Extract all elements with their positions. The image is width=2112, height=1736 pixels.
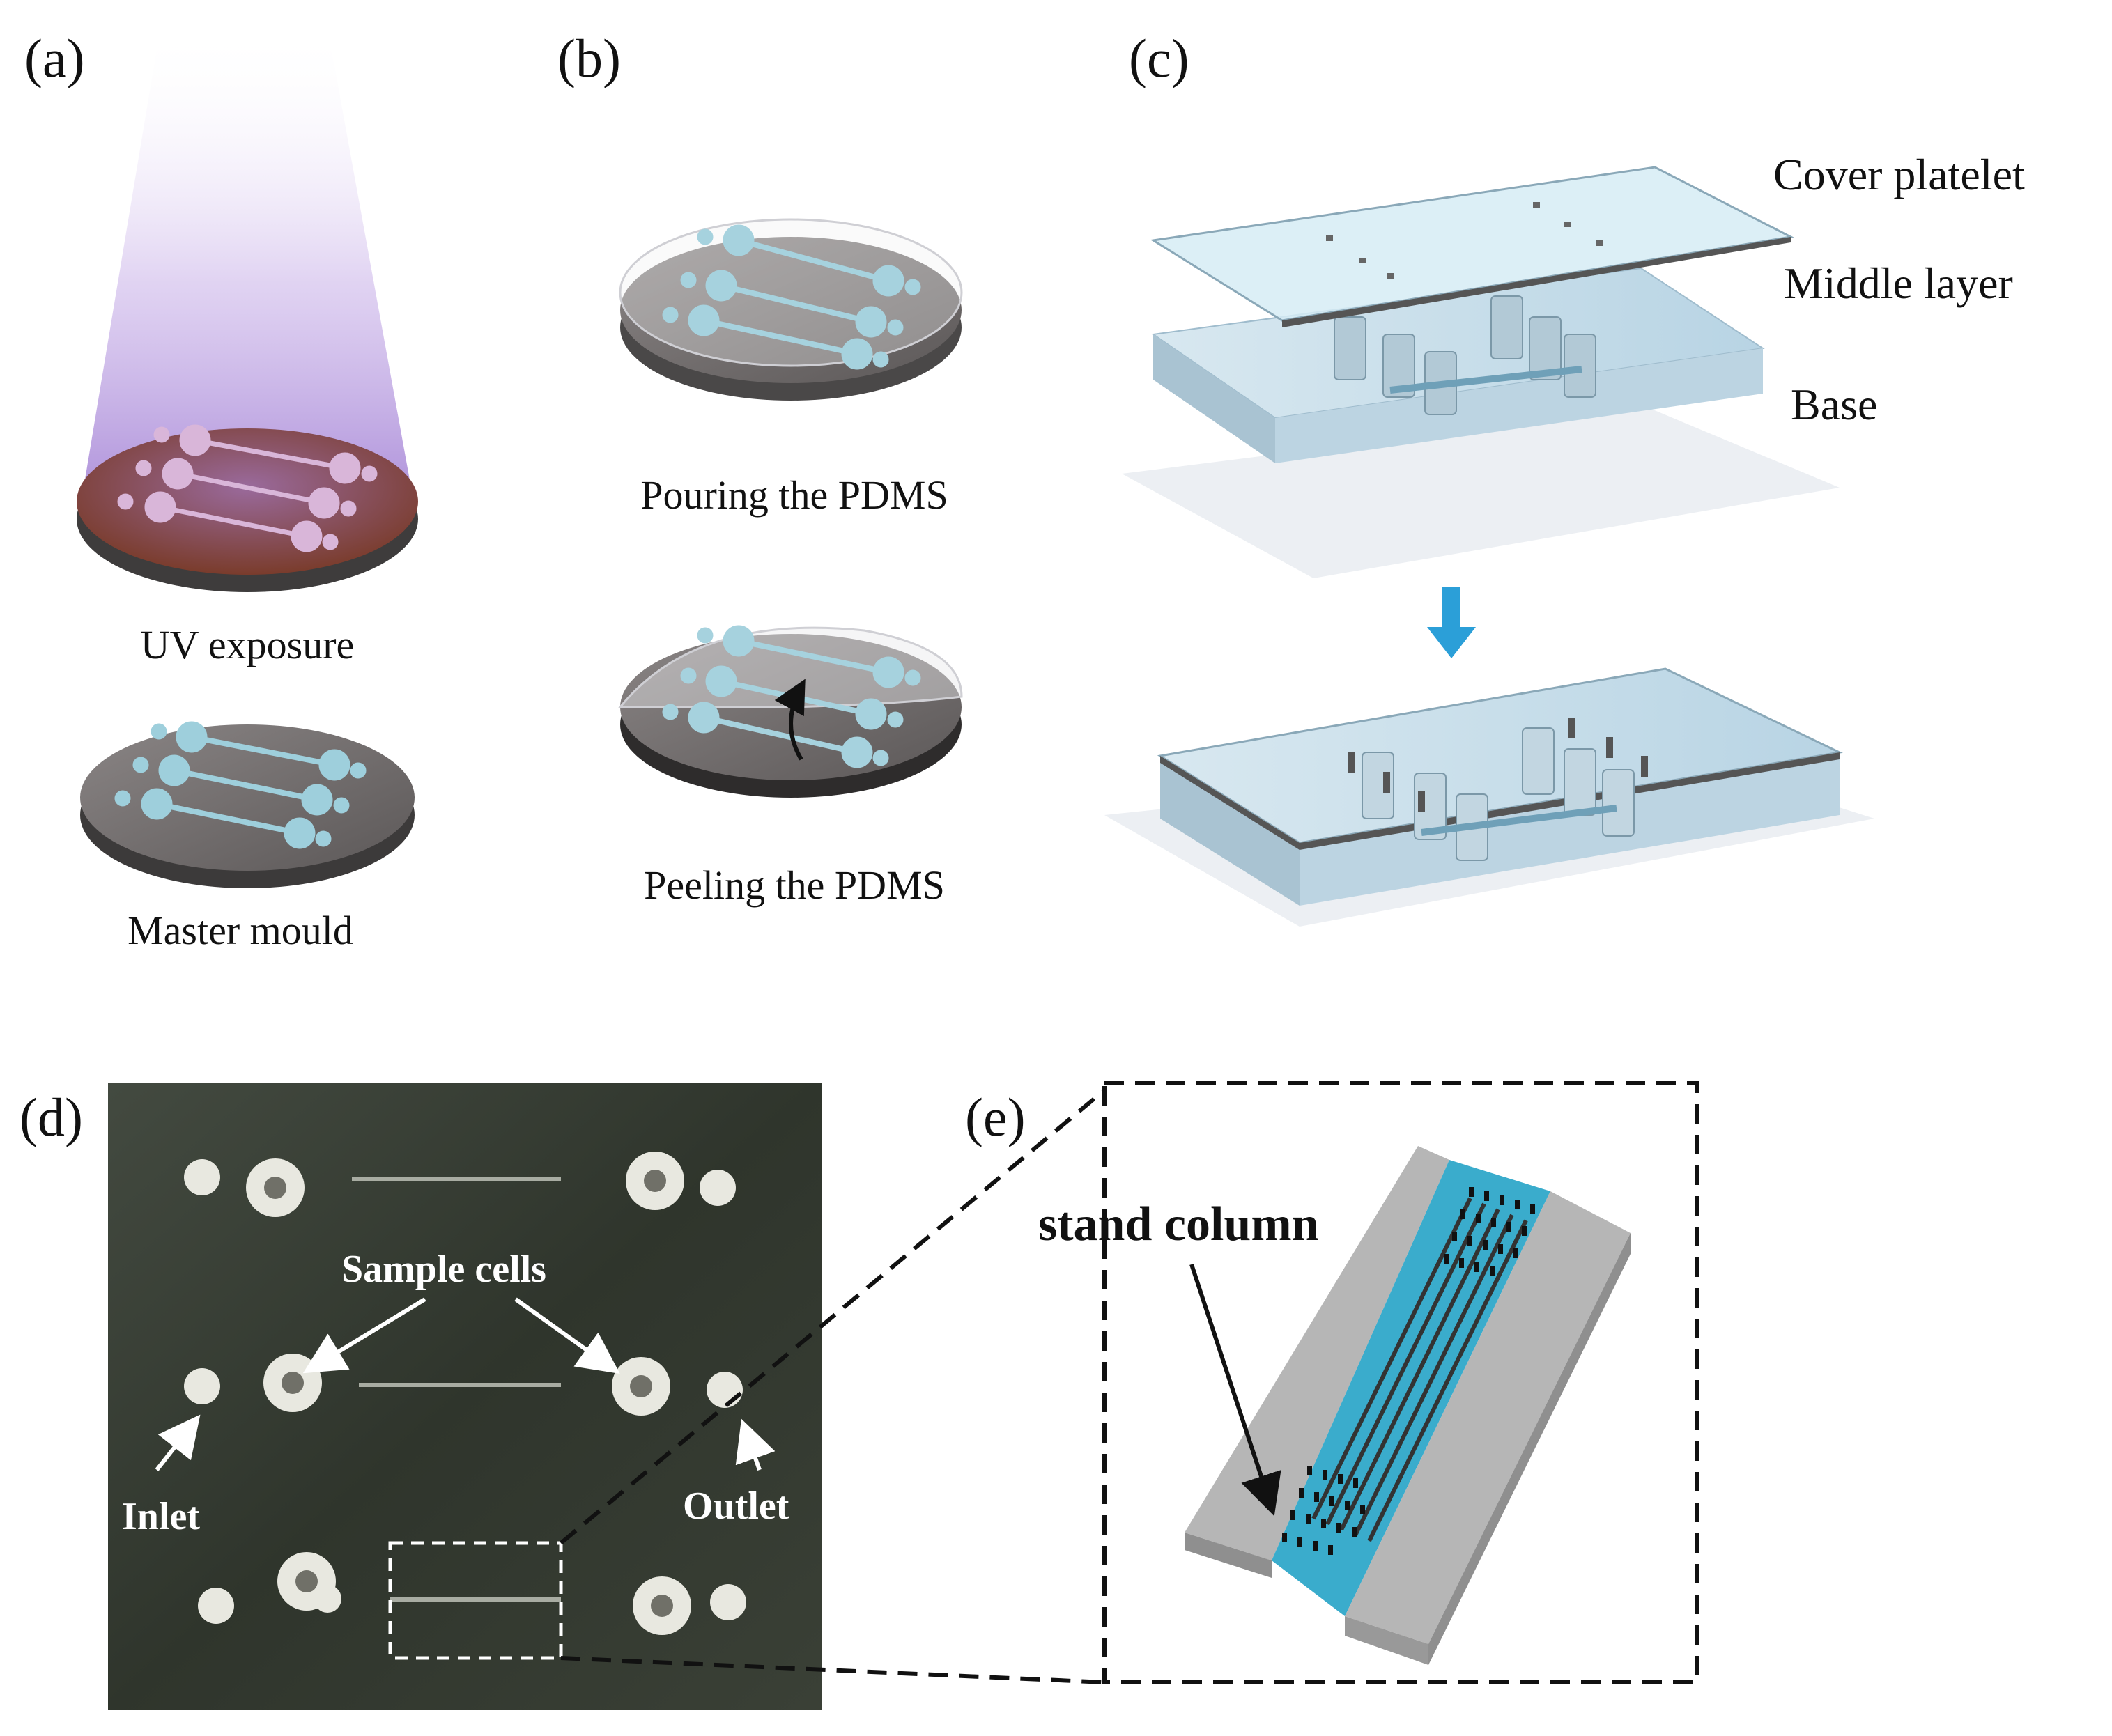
peel-arrow [774, 679, 806, 761]
sample-cells-arrow-right [514, 1297, 620, 1374]
photo-row-3 [198, 1552, 746, 1635]
left-block-front [1185, 1533, 1272, 1578]
panel-a-letter: (a) [24, 28, 85, 88]
photo-row-1 [184, 1152, 736, 1217]
middle-layer-side [1275, 348, 1763, 463]
channel-chip-3d [1185, 1146, 1631, 1665]
middle-layer-label: Middle layer [1784, 258, 2013, 308]
zoom-region-box [388, 1541, 563, 1660]
cover-platelet-edge [1282, 237, 1791, 327]
right-block-front [1345, 1616, 1428, 1665]
outlet-label: Outlet [683, 1485, 789, 1528]
panel-c: (c) Cov [1104, 28, 2025, 927]
channel-pattern [117, 424, 378, 552]
peel-channel-pattern [662, 625, 921, 768]
uv-light-beam [84, 28, 411, 488]
panel-d: (d) Sample cells [20, 1083, 822, 1710]
panel-b: (b) Pouring the PDMS [557, 28, 963, 908]
panel-b-letter: (b) [557, 28, 621, 88]
sample-cells-label: Sample cells [341, 1248, 546, 1291]
cover-holes [1326, 202, 1603, 279]
assembled-channels [1362, 727, 1635, 861]
assembled-ports [1348, 718, 1648, 812]
panel-d-letter: (d) [20, 1087, 83, 1147]
master-mould-wafer [80, 721, 415, 888]
middle-layer-front [1153, 334, 1275, 463]
zoom-connectors [560, 1088, 1106, 1684]
assembled-front [1160, 756, 1300, 906]
assembled-chip [1104, 667, 1874, 927]
stand-column-arrow [1189, 1264, 1281, 1517]
cover-platelet-label: Cover platelet [1773, 150, 2025, 199]
channel-walls [1311, 1197, 1528, 1542]
zoom-frame [1102, 1081, 1699, 1684]
inlet-arrow [155, 1414, 201, 1471]
internal-channels [1334, 295, 1596, 415]
panel-c-letter: (c) [1129, 28, 1189, 88]
stand-columns [1282, 1187, 1535, 1555]
base-label: Base [1791, 380, 1877, 429]
assembly-arrow [1427, 587, 1476, 658]
peeling-pdms-caption: Peeling the PDMS [644, 862, 945, 908]
peeling-pdms-wafer [617, 625, 963, 798]
master-mould-caption: Master mould [128, 908, 353, 953]
base-layer [1122, 408, 1840, 578]
outlet-arrow [735, 1418, 776, 1471]
right-block-side [1428, 1233, 1631, 1665]
pouring-pdms-caption: Pouring the PDMS [640, 472, 948, 518]
uv-exposure-caption: UV exposure [141, 622, 355, 667]
pouring-pdms-wafer [619, 218, 963, 401]
panel-e-letter: (e) [965, 1087, 1026, 1147]
inlet-label: Inlet [122, 1495, 200, 1538]
exploded-chip [1122, 166, 1840, 578]
stand-column-label: stand column [1038, 1198, 1319, 1251]
sample-cells-arrow-left [302, 1297, 426, 1374]
mould-channel-pattern [114, 721, 367, 849]
right-block-top [1345, 1191, 1631, 1644]
exposed-wafer [77, 424, 418, 592]
assembled-side [1300, 752, 1840, 906]
panel-a: (a) UV exposure [24, 28, 418, 953]
pdms-channel-pattern [662, 224, 921, 370]
panel-e: (e) [965, 1081, 1699, 1684]
left-block-top [1185, 1146, 1449, 1560]
